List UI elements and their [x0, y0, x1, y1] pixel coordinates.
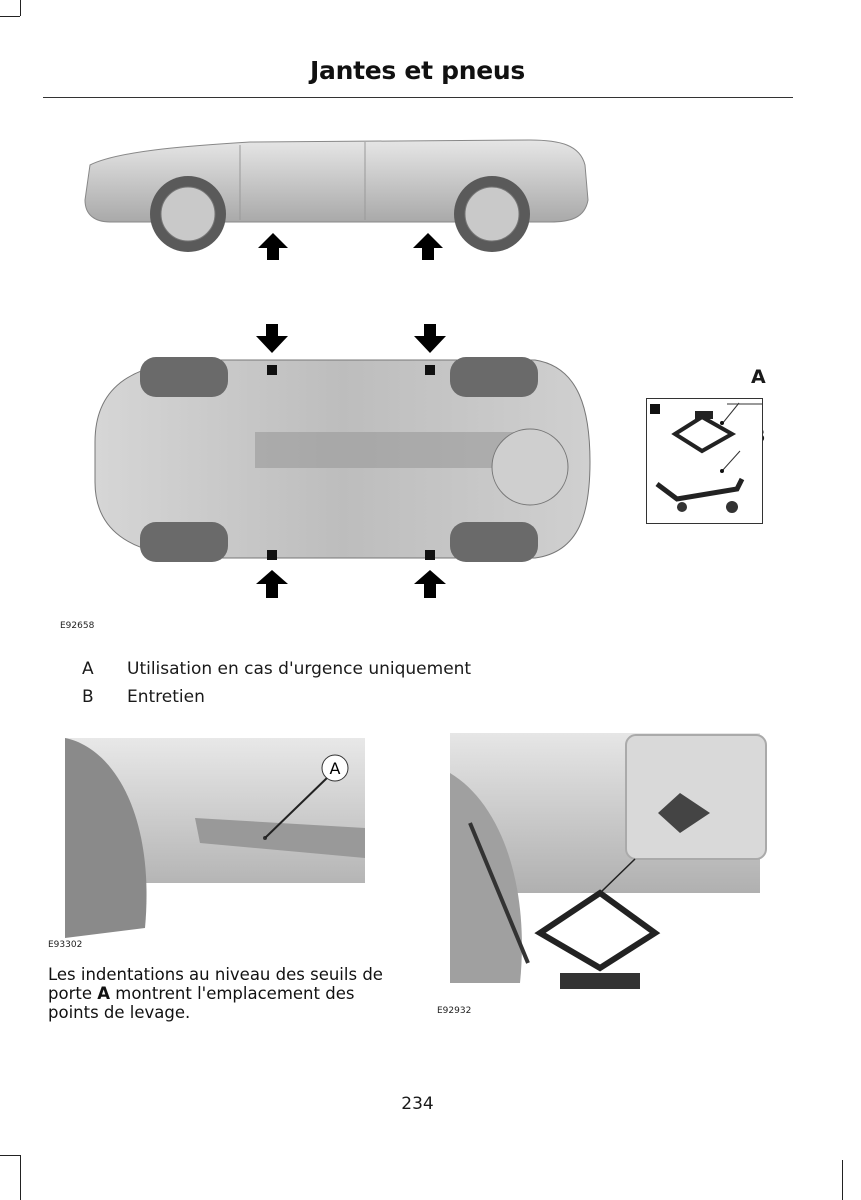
lift-point-arrow-icon — [414, 570, 446, 598]
figure-code: E92658 — [60, 621, 95, 631]
figure-code: E93302 — [48, 940, 83, 950]
car-underside-illustration — [94, 324, 591, 598]
body-text-bold: A — [97, 984, 110, 1003]
body-text-after: montrent l'emplacement des points de lev… — [48, 984, 355, 1022]
page-number: 234 — [401, 1094, 434, 1114]
page-title: Jantes et pneus — [310, 56, 525, 85]
figure-code: E92932 — [437, 1006, 472, 1016]
body-paragraph: Les indentations au niveau des seuils de… — [48, 965, 398, 1022]
lift-point-arrow-icon — [414, 324, 446, 353]
lift-point-arrow-icon — [256, 324, 288, 353]
legend-text: Utilisation en cas d'urgence uniquement — [127, 659, 472, 679]
legend-text: Entretien — [127, 687, 205, 707]
crop-mark — [20, 1155, 21, 1200]
legend-key: B — [82, 687, 94, 707]
lift-point-arrow-icon — [413, 233, 443, 260]
inset-label-a: A — [751, 366, 766, 388]
lift-point-arrow-icon — [258, 233, 288, 260]
crop-mark — [0, 1155, 20, 1156]
title-rule — [43, 97, 793, 98]
jack-type-inset — [646, 398, 764, 524]
scissor-jack-illustration — [450, 733, 767, 989]
jack-types-illustration — [650, 402, 764, 513]
callout-letter: A — [330, 759, 341, 778]
crop-mark — [20, 0, 21, 16]
door-sill-illustration: A — [65, 738, 365, 938]
car-side-view-illustration — [84, 139, 589, 260]
body-text-before: Les indentations au niveau des seuils de… — [48, 965, 383, 1003]
crop-mark — [0, 16, 20, 17]
crop-mark — [842, 1160, 843, 1200]
lift-point-arrow-icon — [256, 570, 288, 598]
legend-key: A — [82, 659, 94, 679]
